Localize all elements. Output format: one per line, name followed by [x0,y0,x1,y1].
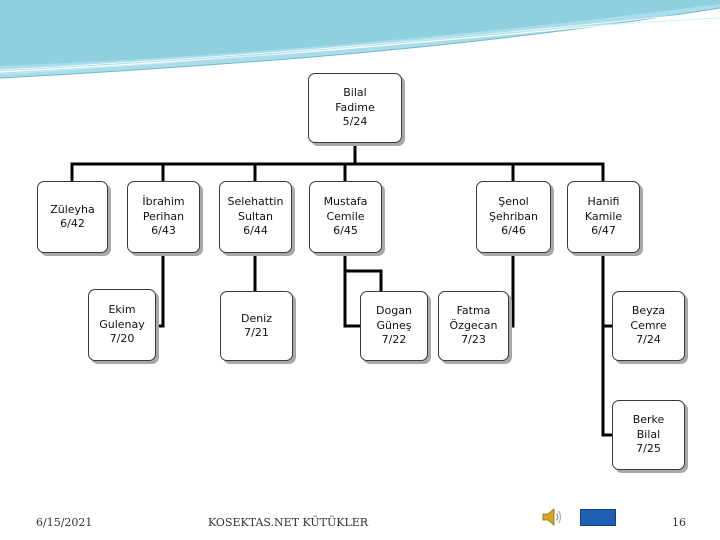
node-line: Cemre [630,318,667,332]
node-line: 6/43 [151,224,176,238]
node-line: Mustafa [323,195,368,209]
node-line: Fatma [456,304,491,318]
node-line: Şenol [498,195,529,209]
node-line: 6/42 [60,217,85,230]
node-bilal-fadime: Bilal Fadime 5/24 [308,73,402,143]
node-dogan-gunes: Dogan Güneş 7/22 [360,291,428,361]
node-line: Berke [632,413,665,427]
speaker-icon[interactable] [540,505,564,529]
nav-forward-button[interactable] [580,509,616,526]
node-line: 7/20 [109,332,135,346]
node-hanifi-kamile: Hanifi Kamile 6/47 [567,181,640,253]
node-line: Sultan [237,209,274,223]
node-line: 6/47 [591,224,616,238]
node-fatma-ozgecan: Fatma Özgecan 7/23 [438,291,509,361]
node-line: 6/44 [243,224,268,238]
node-line: Cemile [326,209,365,223]
node-line: 7/21 [244,326,269,339]
node-line: 7/23 [461,333,486,347]
node-line: 5/24 [342,115,368,129]
node-line: Züleyha [50,202,95,216]
page-number: 16 [672,516,686,529]
node-line: Hanifi [587,195,620,209]
node-zuleyha: Züleyha 6/42 [37,181,108,253]
node-line: Perihan [142,209,185,223]
node-line: Gulenay [99,317,145,331]
node-line: Güneş [376,318,412,332]
node-line: Şehriban [489,209,538,223]
node-line: 6/45 [333,224,358,238]
node-beyza-cemre: Beyza Cemre 7/24 [612,291,685,361]
node-ibrahim-perihan: İbrahim Perihan 6/43 [127,181,200,253]
node-ekim-gulenay: Ekim Gulenay 7/20 [88,289,156,361]
node-line: Ekim [108,303,136,317]
footer-title: KOSEKTAS.NET KÜTÜKLER [208,516,369,529]
node-line: Dogan [376,304,412,318]
node-line: 7/25 [636,442,661,456]
node-senol-sehriban: Şenol Şehriban 6/46 [476,181,551,253]
node-line: Bilal [636,427,661,441]
node-line: Deniz [240,311,273,325]
footer-date: 6/15/2021 [36,516,93,529]
node-line: Bilal [343,86,367,100]
node-line: Selehattin [227,195,284,209]
node-berke-bilal: Berke Bilal 7/25 [612,400,685,470]
node-line: Fadime [335,100,375,114]
node-selehattin-sultan: Selehattin Sultan 6/44 [219,181,292,253]
node-line: 7/24 [636,333,661,347]
node-mustafa-cemile: Mustafa Cemile 6/45 [309,181,382,253]
node-deniz: Deniz 7/21 [220,291,293,361]
node-line: İbrahim [142,195,185,209]
node-line: Özgecan [449,318,498,332]
node-line: 6/46 [501,224,526,238]
node-line: 7/22 [381,333,407,347]
node-line: Kamile [584,209,623,223]
node-line: Beyza [631,304,666,318]
